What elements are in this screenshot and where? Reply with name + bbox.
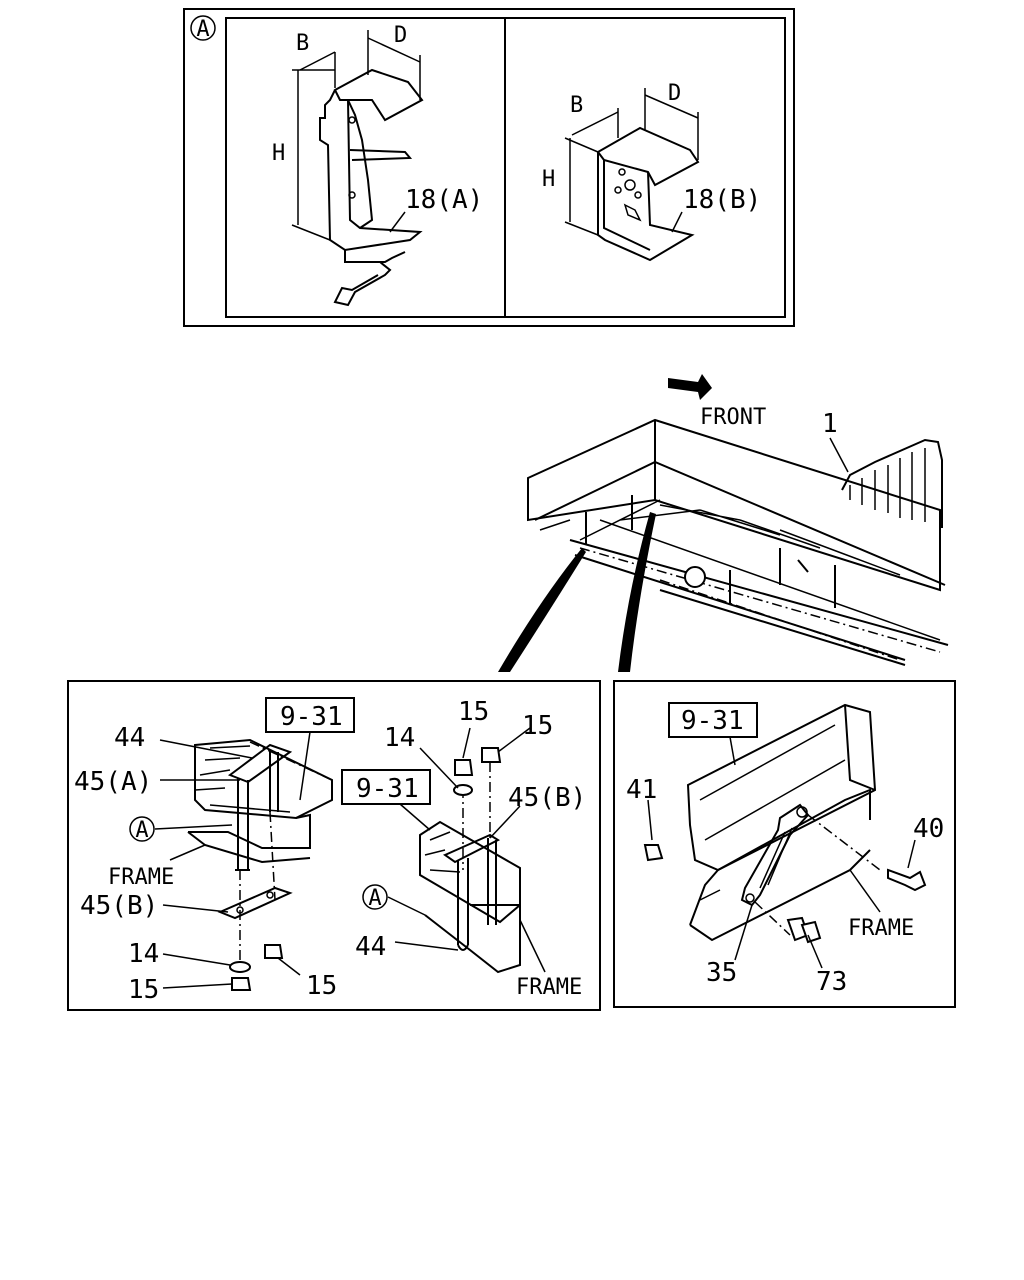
label-41: 41 bbox=[626, 775, 657, 805]
detail-left-ref-1: 9-31 bbox=[280, 702, 343, 732]
marker-a-circle bbox=[190, 15, 216, 41]
label-frame-2: FRAME bbox=[516, 975, 582, 1000]
detail-right-ref: 9-31 bbox=[681, 706, 744, 736]
label-a-marker-2: A bbox=[368, 886, 381, 911]
marker-a-circle-2 bbox=[362, 884, 388, 910]
bracket-18b-drawing bbox=[564, 88, 700, 262]
right-dim-d: D bbox=[668, 81, 681, 106]
label-45b-left: 45(B) bbox=[80, 891, 158, 921]
label-15-top-1: 15 bbox=[458, 697, 489, 727]
marker-a-label: A bbox=[196, 17, 209, 42]
label-15-left-bottom: 15 bbox=[128, 975, 159, 1005]
label-frame-1: FRAME bbox=[108, 865, 174, 890]
label-frame-right: FRAME bbox=[848, 916, 914, 941]
label-44-top: 44 bbox=[114, 723, 145, 753]
label-45a: 45(A) bbox=[74, 767, 152, 797]
part-1-label: 1 bbox=[822, 409, 838, 439]
label-a-marker-1: A bbox=[135, 818, 148, 843]
left-dim-b: B bbox=[296, 31, 309, 56]
label-14-left: 14 bbox=[128, 939, 159, 969]
left-dim-h: H bbox=[272, 141, 285, 166]
detail-left-ref-2: 9-31 bbox=[356, 774, 419, 804]
label-45b-right: 45(B) bbox=[508, 783, 586, 813]
label-73: 73 bbox=[816, 967, 847, 997]
right-dim-b: B bbox=[570, 93, 583, 118]
part-18b-label: 18(B) bbox=[683, 185, 761, 215]
front-arrow-icon bbox=[668, 374, 712, 400]
front-direction-label: FRONT bbox=[700, 405, 766, 430]
ref-box-2 bbox=[341, 769, 431, 805]
detail-left-panel bbox=[67, 680, 601, 1011]
bracket-18a-drawing bbox=[291, 30, 424, 307]
label-15-top-2: 15 bbox=[522, 711, 553, 741]
label-40: 40 bbox=[913, 814, 944, 844]
ref-box-3 bbox=[668, 702, 758, 738]
part-18a-label: 18(A) bbox=[405, 185, 483, 215]
label-15-right-bottom: 15 bbox=[306, 971, 337, 1001]
marker-a-circle-1 bbox=[129, 816, 155, 842]
inset-a-panel: A B D H 18(A) bbox=[183, 8, 795, 327]
label-14-top: 14 bbox=[384, 723, 415, 753]
label-44-bottom: 44 bbox=[355, 932, 386, 962]
right-dim-h: H bbox=[542, 167, 555, 192]
left-dim-d: D bbox=[394, 23, 407, 48]
detail-right-panel bbox=[613, 680, 956, 1008]
label-35: 35 bbox=[706, 958, 737, 988]
truck-bed-overview bbox=[498, 374, 949, 672]
